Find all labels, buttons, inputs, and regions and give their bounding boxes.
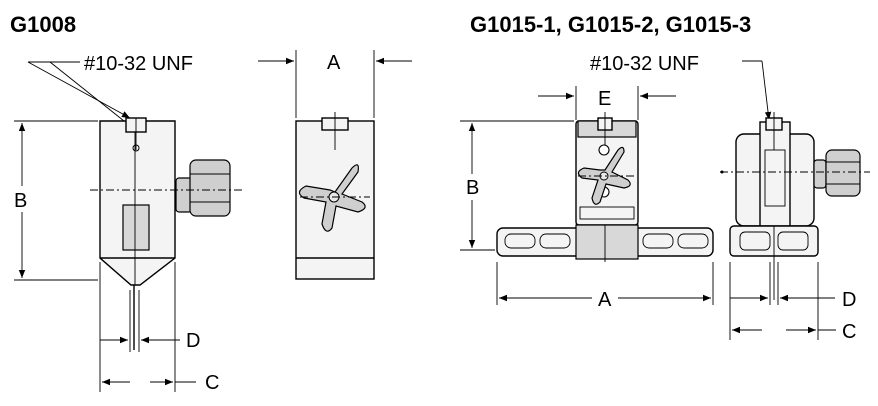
dim-a-right-label: A <box>598 289 612 311</box>
thread-label-right: #10-32 UNF <box>590 53 699 75</box>
dim-b-left-label: B <box>14 190 27 212</box>
dim-a-left: A <box>258 50 412 118</box>
dim-b-right: B <box>460 120 574 251</box>
dim-e-label: E <box>598 88 611 110</box>
dim-d-right: D <box>730 262 856 311</box>
dim-a-left-label: A <box>327 52 341 74</box>
dim-c-right-label: C <box>842 321 856 343</box>
dim-a-right: A <box>496 262 714 311</box>
dim-c-left-label: C <box>205 372 219 394</box>
g1008-side-view <box>90 117 245 350</box>
title-g1015-series: G1015-1, G1015-2, G1015-3 <box>470 12 751 37</box>
g1015-front-view <box>496 112 714 262</box>
dim-b-left: B <box>14 120 98 281</box>
dim-d-left-label: D <box>186 330 200 352</box>
dim-c-right: C <box>729 262 856 343</box>
g1008-front-view <box>295 112 375 280</box>
dim-b-right-label: B <box>466 177 479 199</box>
thread-callout-left: #10-32 UNF <box>27 53 193 122</box>
thread-label-left: #10-32 UNF <box>84 53 193 75</box>
thread-callout-right: #10-32 UNF <box>590 53 772 121</box>
g1015-side-view <box>720 112 870 300</box>
dim-c-left: C <box>99 262 219 394</box>
dim-d-left: D <box>100 290 200 352</box>
dim-d-right-label: D <box>842 289 856 311</box>
dim-e: E <box>538 86 676 120</box>
title-g1008: G1008 <box>10 12 76 37</box>
